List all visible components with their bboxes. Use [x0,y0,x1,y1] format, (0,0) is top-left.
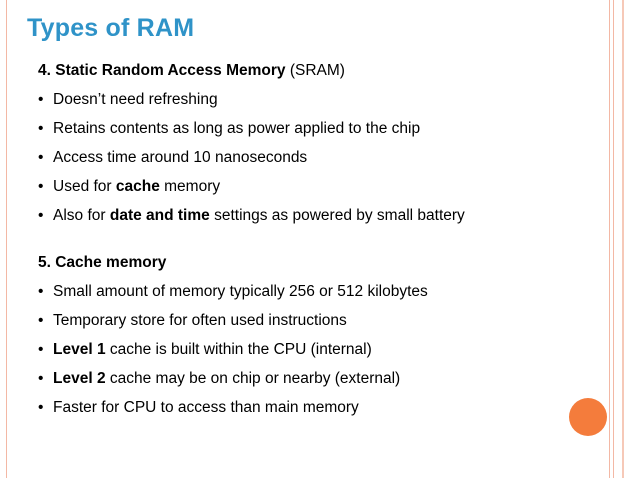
item-text: Level 2 cache may be on chip or nearby (… [53,370,401,387]
list-item: • Temporary store for often used instruc… [38,311,598,340]
bullet-icon: • [38,91,44,108]
list-item: • Doesn’t need refreshing [38,90,598,119]
item-text: Faster for CPU to access than main memor… [53,399,359,416]
item-text: Access time around 10 nanoseconds [53,149,308,166]
sram-heading-bold: 4. Static Random Access Memory [38,62,286,79]
list-item: • Level 2 cache may be on chip or nearby… [38,369,598,398]
bullet-icon: • [38,399,44,416]
section-spacer [38,235,598,253]
left-frame-line [6,0,7,478]
bullet-icon: • [38,341,44,358]
item-text: Also for date and time settings as power… [53,207,465,224]
list-item: • Also for date and time settings as pow… [38,206,598,235]
sram-section-heading: 4. Static Random Access Memory (SRAM) [38,61,598,90]
list-item: • Retains contents as long as power appl… [38,119,598,148]
right-frame-line [609,0,610,478]
bullet-icon: • [38,120,44,137]
list-item: • Used for cache memory [38,177,598,206]
right-frame-line [613,0,614,478]
list-item: • Level 1 cache is built within the CPU … [38,340,598,369]
bullet-icon: • [38,149,44,166]
bullet-icon: • [38,207,44,224]
item-text: Temporary store for often used instructi… [53,312,347,329]
cache-section-heading: 5. Cache memory [38,254,167,271]
bullet-icon: • [38,178,44,195]
slide-content: 4. Static Random Access Memory (SRAM) • … [38,61,598,427]
list-item: • Faster for CPU to access than main mem… [38,398,598,427]
bullet-icon: • [38,312,44,329]
sram-heading-rest: (SRAM) [285,62,345,79]
item-text: Used for cache memory [53,178,221,195]
slide-title: Types of RAM [27,14,195,42]
list-item: • Access time around 10 nanoseconds [38,148,598,177]
item-text: Level 1 cache is built within the CPU (i… [53,341,372,358]
list-item: • Small amount of memory typically 256 o… [38,282,598,311]
item-text: Doesn’t need refreshing [53,91,218,108]
right-frame-line [622,0,624,478]
bullet-icon: • [38,283,44,300]
decorative-circle [569,398,607,436]
item-text: Retains contents as long as power applie… [53,120,421,137]
item-text: Small amount of memory typically 256 or … [53,283,428,300]
bullet-icon: • [38,370,44,387]
